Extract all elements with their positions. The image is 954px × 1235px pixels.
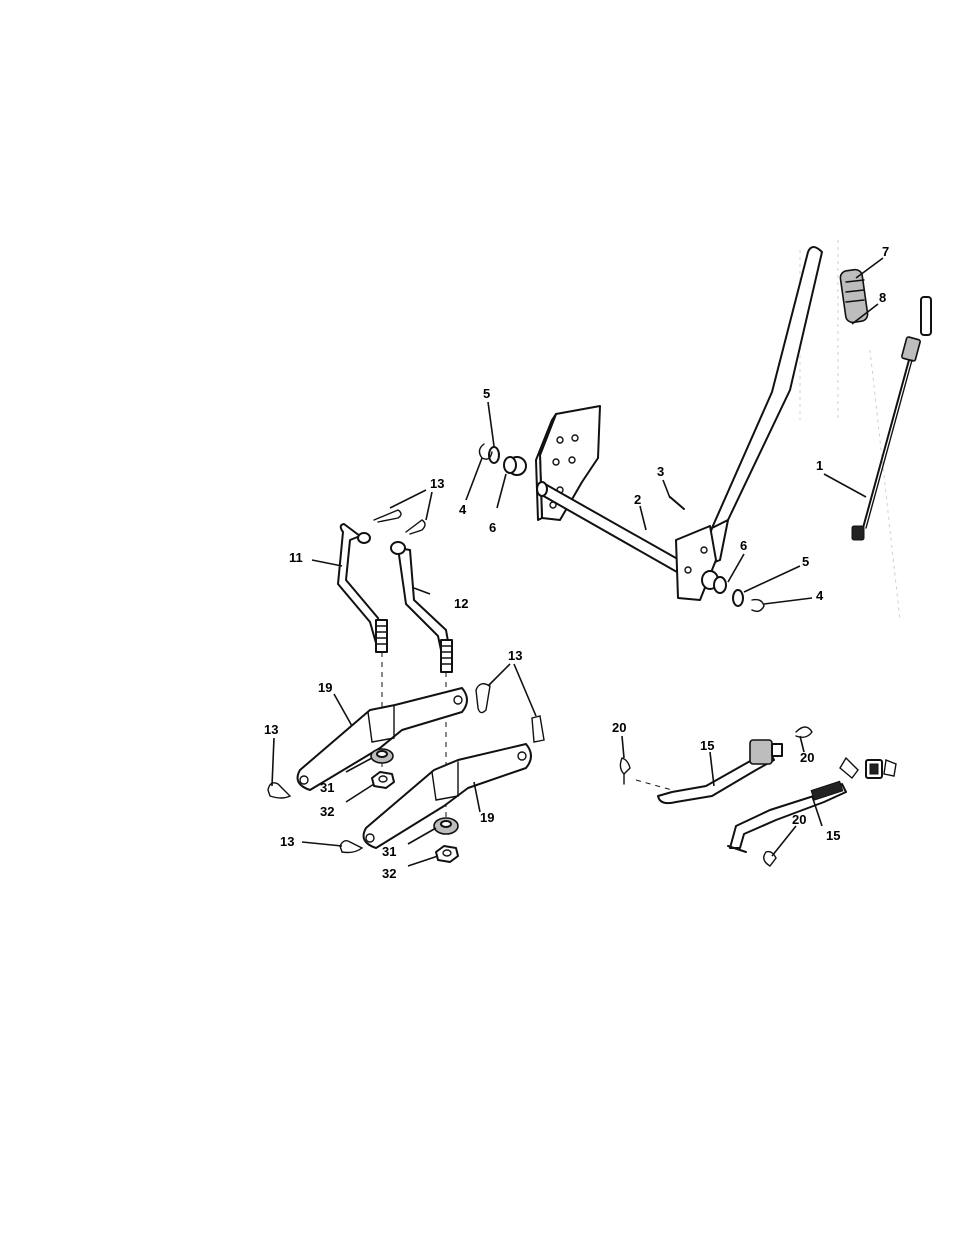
label-part-19-lower: 19 [480,810,494,825]
label-part-6-left: 6 [489,520,496,535]
label-part-13-bottom: 13 [280,834,294,849]
lift-link-left-part [338,524,387,652]
label-part-32-upper: 32 [320,804,334,819]
label-part-5-right: 5 [802,554,809,569]
label-part-11: 11 [289,550,303,565]
label-part-31-upper: 31 [320,780,334,795]
nut-lower-part [436,846,458,862]
cotter-pin-top-part [374,510,425,534]
pin-part [670,497,684,509]
label-part-13-right: 13 [508,648,522,663]
lift-lever-part [700,247,822,568]
lift-link-right-part [391,542,452,672]
lift-cable-part [852,297,931,540]
clip-right-part [752,600,764,612]
rod-end-right-part [840,758,896,778]
label-part-5-left: 5 [483,386,490,401]
label-part-15-upper: 15 [700,738,714,753]
bushing-left-part [504,457,526,475]
label-part-19-upper: 19 [318,680,332,695]
label-part-1: 1 [816,458,823,473]
label-part-6-right: 6 [740,538,747,553]
label-part-8: 8 [879,290,886,305]
cotter-pin-bottom-part [340,841,362,853]
label-part-4-left: 4 [459,502,467,517]
bushing-right-part [702,571,726,593]
adjustment-rod-upper-part [658,740,782,803]
cross-shaft-part [537,482,690,576]
label-part-13-top: 13 [430,476,444,491]
label-part-15-lower: 15 [826,828,840,843]
label-part-2: 2 [634,492,641,507]
washer-right-part [733,590,743,606]
label-part-4-right: 4 [816,588,824,603]
spacer-upper-part [371,749,393,763]
clip-pin-20-part [620,727,812,866]
spacer-lower-part [434,818,458,834]
label-part-20-left: 20 [612,720,626,735]
label-part-7: 7 [882,244,889,259]
label-part-3: 3 [657,464,664,479]
label-part-31-lower: 31 [382,844,396,859]
cotter-pin-right-part [476,684,544,742]
label-part-20-bottom: 20 [792,812,806,827]
label-part-32-lower: 32 [382,866,396,881]
nut-upper-part [372,772,394,788]
label-part-20-right: 20 [800,750,814,765]
label-part-12: 12 [454,596,468,611]
label-part-13-left: 13 [264,722,278,737]
